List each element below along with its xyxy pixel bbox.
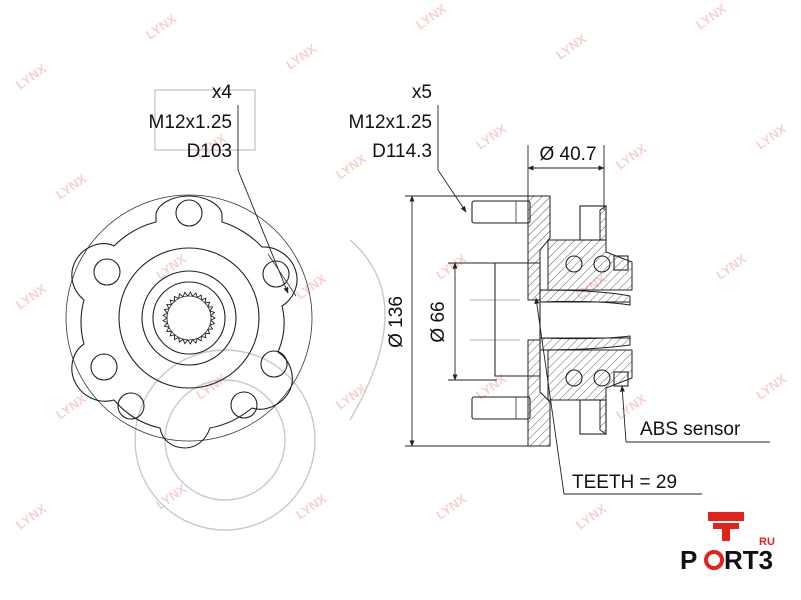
logo-o-ring bbox=[704, 550, 724, 570]
watermark-lynx: LYNX bbox=[143, 11, 179, 43]
right-bolt-thread: M12x1.25 bbox=[349, 112, 432, 133]
watermark-lynx: LYNX bbox=[53, 171, 89, 203]
watermark-lynx: LYNX bbox=[283, 41, 319, 73]
watermark-lynx: LYNX bbox=[433, 491, 469, 523]
watermark-lynx: LYNX bbox=[713, 251, 749, 283]
watermark-lynx: LYNX bbox=[433, 251, 469, 283]
pilot-diameter-dimension: Ø 66 bbox=[428, 262, 497, 381]
watermark-lynx: LYNX bbox=[553, 31, 589, 63]
pilot-diameter-label: Ø 66 bbox=[428, 301, 449, 342]
watermark-lynx: LYNX bbox=[13, 61, 49, 93]
flange-diameter-label: Ø 136 bbox=[386, 296, 407, 348]
teeth-label: TEETH = 29 bbox=[572, 472, 677, 493]
logo-prefix: P bbox=[680, 545, 697, 575]
watermark-lynx: LYNX bbox=[473, 121, 509, 153]
left-bolt-callout: x4 M12x1.25 D103 bbox=[149, 82, 297, 297]
watermark-lynx: LYNX bbox=[693, 1, 729, 33]
abs-sensor-label: ABS sensor bbox=[640, 419, 741, 440]
watermark-lynx: LYNX bbox=[413, 1, 449, 33]
hub-front-view bbox=[65, 194, 313, 449]
watermark-lynx: LYNX bbox=[613, 391, 649, 423]
lynx-watermark-layer: LYNX LYNX LYNX LYNX LYNX LYNX LYNX LYNX LYNX LYNX… bbox=[13, 1, 789, 533]
abs-sensor-note: ABS sensor bbox=[619, 385, 770, 443]
right-bolt-callout: x5 M12x1.25 D114.3 bbox=[349, 82, 467, 213]
watermark-lynx: LYNX bbox=[613, 141, 649, 173]
left-bolt-count: x4 bbox=[212, 82, 233, 103]
left-bolt-pcd: D103 bbox=[187, 141, 232, 162]
watermark-lynx: LYNX bbox=[753, 371, 789, 403]
watermark-lynx: LYNX bbox=[53, 391, 89, 423]
watermark-lynx: LYNX bbox=[13, 281, 49, 313]
port3-logo: P RT3 RU bbox=[680, 512, 775, 575]
logo-suffix: RT3 bbox=[724, 545, 773, 575]
watermark-lynx: LYNX bbox=[293, 271, 329, 303]
flange-diameter-dimension: Ø 136 bbox=[386, 195, 530, 447]
watermark-lynx: LYNX bbox=[333, 381, 369, 413]
right-bolt-pcd: D114.3 bbox=[372, 141, 432, 162]
hub-section-view bbox=[471, 195, 633, 447]
watermark-lynx: LYNX bbox=[153, 481, 189, 513]
watermark-lynx: LYNX bbox=[293, 491, 329, 523]
left-bolt-thread: M12x1.25 bbox=[149, 112, 232, 133]
hub-width-dimension: Ø 40.7 bbox=[527, 144, 605, 210]
right-bolt-count: x5 bbox=[412, 82, 432, 103]
watermark-lynx: LYNX bbox=[333, 151, 369, 183]
watermark-lynx: LYNX bbox=[573, 501, 609, 533]
logo-tld: RU bbox=[759, 536, 775, 548]
teeth-note: TEETH = 29 bbox=[534, 297, 702, 495]
spline-bore bbox=[162, 291, 216, 345]
watermark-lynx: LYNX bbox=[13, 501, 49, 533]
hub-width-label: Ø 40.7 bbox=[539, 144, 596, 165]
watermark-lynx: LYNX bbox=[753, 121, 789, 153]
spline-teeth bbox=[162, 291, 216, 345]
